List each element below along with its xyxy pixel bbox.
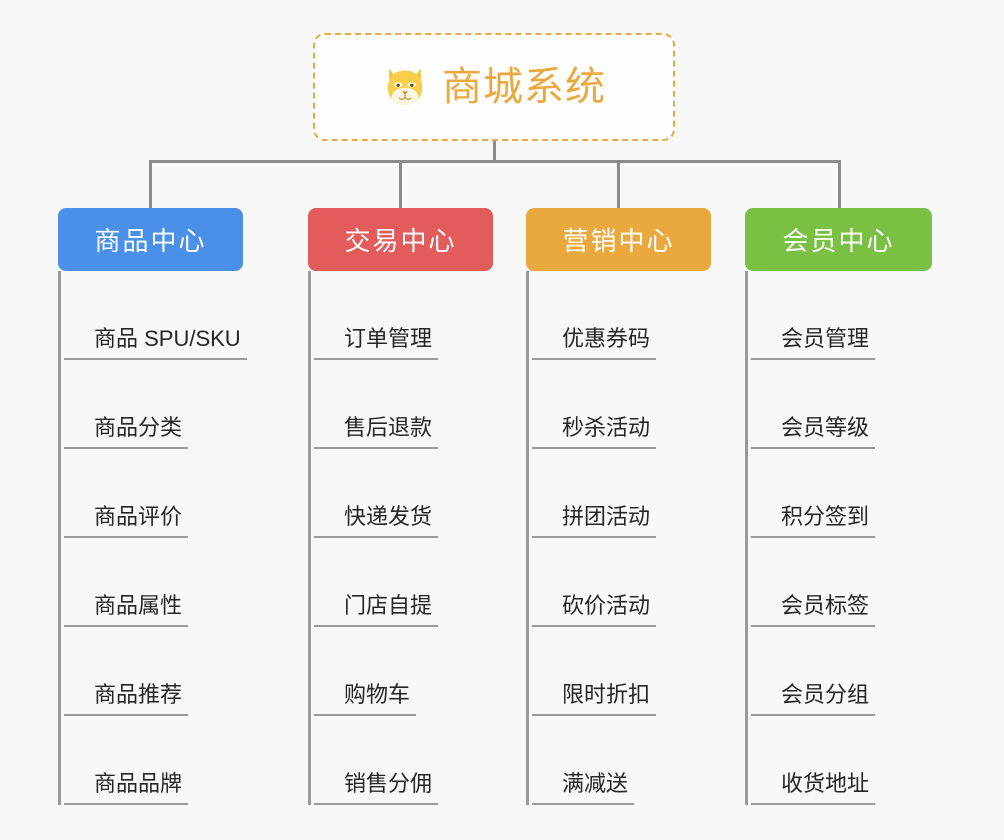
branch-spine [58,271,61,805]
leaf-label: 销售分佣 [314,770,439,805]
leaf-label: 砍价活动 [532,592,657,627]
leaf-item[interactable]: 商品评价 [58,449,243,538]
leaf-item[interactable]: 拼团活动 [526,449,711,538]
leaf-item[interactable]: 售后退款 [308,360,493,449]
shiba-dog-face-icon [387,68,423,105]
leaf-item[interactable]: 订单管理 [308,271,493,360]
branch-column: 商品中心 商品 SPU/SKU 商品分类 商品评价 商品属性 商品推荐 商品品牌 [58,208,247,805]
leaf-item[interactable]: 销售分佣 [308,716,493,805]
branch-header-label: 会员中心 [782,226,895,256]
branch-spine [526,271,529,805]
leaf-label: 商品分类 [64,414,189,449]
leaf-label: 商品品牌 [64,770,189,805]
leaf-label: 会员管理 [751,325,876,360]
connector-drop-2 [399,160,402,210]
branch-column: 交易中心 订单管理 售后退款 快递发货 门店自提 购物车 销售分佣 [308,208,493,805]
branch-header-2[interactable]: 交易中心 [308,208,493,271]
connector-bus [149,160,841,163]
leaf-label: 秒杀活动 [532,414,657,449]
leaf-label: 优惠券码 [532,325,657,360]
leaf-label: 订单管理 [314,325,439,360]
branch-column: 会员中心 会员管理 会员等级 积分签到 会员标签 会员分组 收货地址 [745,208,932,805]
leaf-item[interactable]: 商品属性 [58,538,243,627]
branch-header-3[interactable]: 营销中心 [526,208,711,271]
leaf-item[interactable]: 商品 SPU/SKU [58,271,247,360]
leaf-item[interactable]: 门店自提 [308,538,493,627]
leaf-item[interactable]: 会员标签 [745,538,932,627]
leaf-label: 会员分组 [751,681,876,716]
leaf-list-4: 会员管理 会员等级 积分签到 会员标签 会员分组 收货地址 [745,271,932,805]
root-node[interactable]: 商城系统 [313,33,675,141]
branch-header-label: 商品中心 [94,226,207,256]
leaf-label: 满减送 [532,770,635,805]
connector-root-stem [493,141,496,163]
leaf-label: 商品评价 [64,503,189,538]
leaf-item[interactable]: 优惠券码 [526,271,711,360]
leaf-label: 会员等级 [751,414,876,449]
connector-drop-4 [838,160,841,210]
leaf-label: 积分签到 [751,503,876,538]
leaf-item[interactable]: 砍价活动 [526,538,711,627]
branch-spine [308,271,311,805]
leaf-item[interactable]: 限时折扣 [526,627,711,716]
leaf-item[interactable]: 会员等级 [745,360,932,449]
leaf-list-1: 商品 SPU/SKU 商品分类 商品评价 商品属性 商品推荐 商品品牌 [58,271,247,805]
branch-spine [745,271,748,805]
leaf-item[interactable]: 商品品牌 [58,716,243,805]
leaf-label: 门店自提 [314,592,439,627]
leaf-item[interactable]: 积分签到 [745,449,932,538]
leaf-item[interactable]: 商品推荐 [58,627,243,716]
leaf-list-2: 订单管理 售后退款 快递发货 门店自提 购物车 销售分佣 [308,271,493,805]
branch-header-1[interactable]: 商品中心 [58,208,243,271]
connector-drop-3 [617,160,620,210]
leaf-label: 售后退款 [314,414,439,449]
leaf-label: 收货地址 [751,770,876,805]
leaf-label: 商品推荐 [64,681,189,716]
leaf-label: 限时折扣 [532,681,657,716]
leaf-label: 商品 SPU/SKU [64,325,247,360]
leaf-item[interactable]: 秒杀活动 [526,360,711,449]
root-title: 商城系统 [442,65,606,109]
leaf-label: 快递发货 [314,503,439,538]
branch-header-label: 营销中心 [562,226,675,256]
leaf-item[interactable]: 购物车 [308,627,493,716]
branch-header-4[interactable]: 会员中心 [745,208,932,271]
leaf-label: 会员标签 [751,592,876,627]
leaf-item[interactable]: 收货地址 [745,716,932,805]
leaf-item[interactable]: 会员分组 [745,627,932,716]
leaf-list-3: 优惠券码 秒杀活动 拼团活动 砍价活动 限时折扣 满减送 [526,271,711,805]
leaf-label: 购物车 [314,681,417,716]
leaf-label: 拼团活动 [532,503,657,538]
branch-column: 营销中心 优惠券码 秒杀活动 拼团活动 砍价活动 限时折扣 满减送 [526,208,711,805]
connector-drop-1 [149,160,152,210]
leaf-label: 商品属性 [64,592,189,627]
leaf-item[interactable]: 快递发货 [308,449,493,538]
leaf-item[interactable]: 商品分类 [58,360,243,449]
leaf-item[interactable]: 会员管理 [745,271,932,360]
leaf-item[interactable]: 满减送 [526,716,711,805]
branch-header-label: 交易中心 [344,226,457,256]
